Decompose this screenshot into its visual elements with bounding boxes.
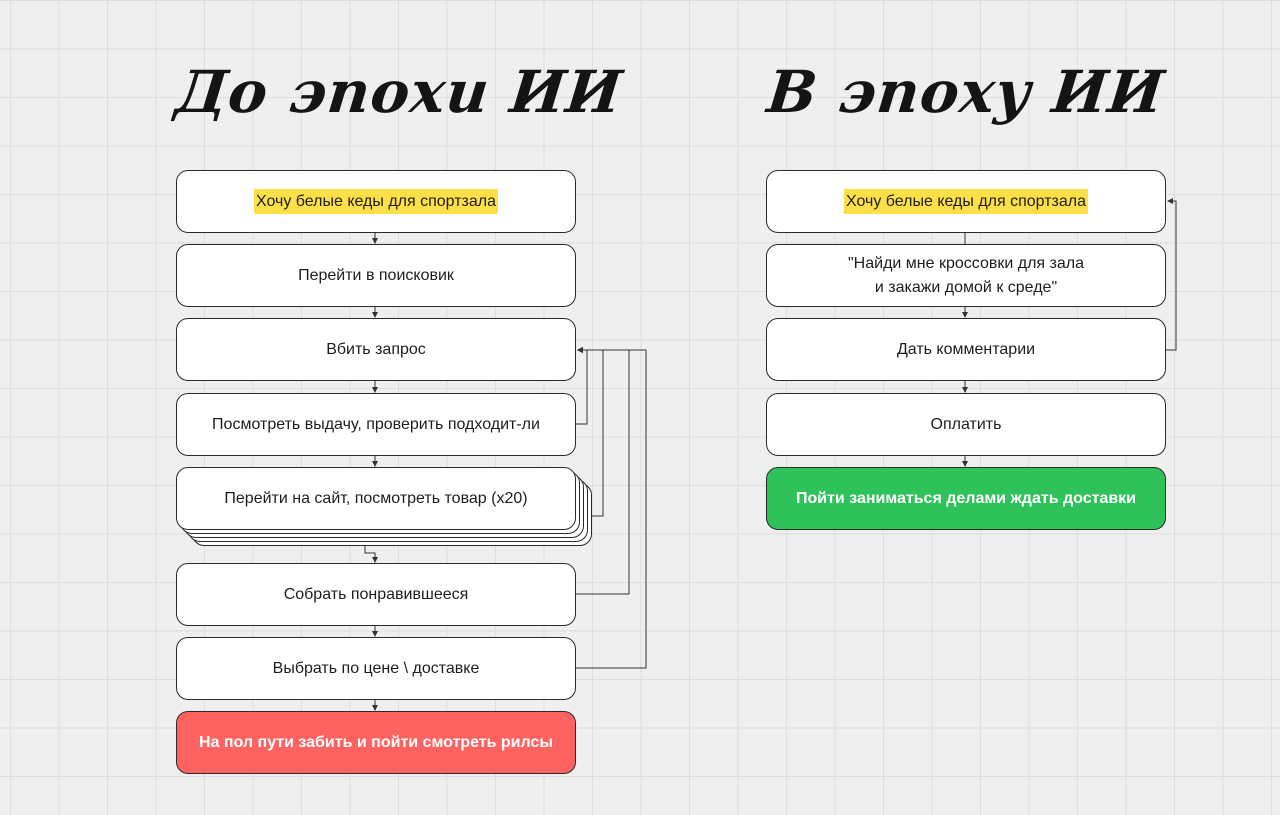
title-with-ai: В эпоху ИИ [764,58,1168,126]
right-step-give-feedback-label: Дать комментарии [896,340,1036,358]
right-step-want-sneakers-label: Хочу белые кеды для спортзала [843,188,1089,215]
left-step-visit-site[interactable]: Перейти на сайт, посмотреть товар (x20) [176,467,576,530]
loop-from-check-results [576,347,588,425]
left-arrow-5 [364,546,378,563]
right-step-pay-label: Оплатить [930,415,1002,433]
left-step-check-results[interactable]: Посмотреть выдачу, проверить подходит-ли [176,393,576,456]
left-step-check-results-label: Посмотреть выдачу, проверить подходит-ли [212,415,540,433]
left-step-visit-site-label: Перейти на сайт, посмотреть товар (x20) [224,489,528,507]
right-step-give-feedback[interactable]: Дать комментарии [766,318,1166,381]
right-step-ai-prompt-text: "Найди мне кроссовки для зала и закажи д… [848,252,1084,298]
left-step-collect-liked[interactable]: Собрать понравившееся [176,563,576,626]
right-step-pay[interactable]: Оплатить [766,393,1166,456]
left-step-enter-query-label: Вбить запрос [326,340,426,358]
title-before-ai: До эпохи ИИ [172,58,626,126]
left-step-collect-liked-label: Собрать понравившееся [283,585,469,603]
left-step-enter-query[interactable]: Вбить запрос [176,318,576,381]
left-step-open-search[interactable]: Перейти в поисковик [176,244,576,307]
right-step-ai-prompt-line-1: "Найди мне кроссовки для зала [848,255,1084,273]
left-step-want-sneakers-label: Хочу белые кеды для спортзала [253,188,499,215]
left-step-give-up[interactable]: На пол пути забить и пойти смотреть рилс… [176,711,576,774]
left-step-want-sneakers[interactable]: Хочу белые кеды для спортзала [176,170,576,233]
loop-from-collect-liked [576,347,630,595]
right-step-want-sneakers[interactable]: Хочу белые кеды для спортзала [766,170,1166,233]
left-step-choose-price-label: Выбрать по цене \ доставке [272,659,480,677]
left-step-open-search-label: Перейти в поисковик [298,266,454,284]
left-step-give-up-label: На пол пути забить и пойти смотреть рилс… [198,733,553,751]
right-step-ai-prompt-line-2: и закажи домой к среде" [874,278,1058,296]
right-step-ai-prompt[interactable]: "Найди мне кроссовки для зала и закажи д… [766,244,1166,307]
right-step-wait-delivery[interactable]: Пойти заниматься делами ждать доставки [766,467,1166,530]
right-step-wait-delivery-label: Пойти заниматься делами ждать доставки [795,489,1137,507]
left-step-choose-price[interactable]: Выбрать по цене \ доставке [176,637,576,700]
loop-from-give-feedback [1166,198,1177,351]
